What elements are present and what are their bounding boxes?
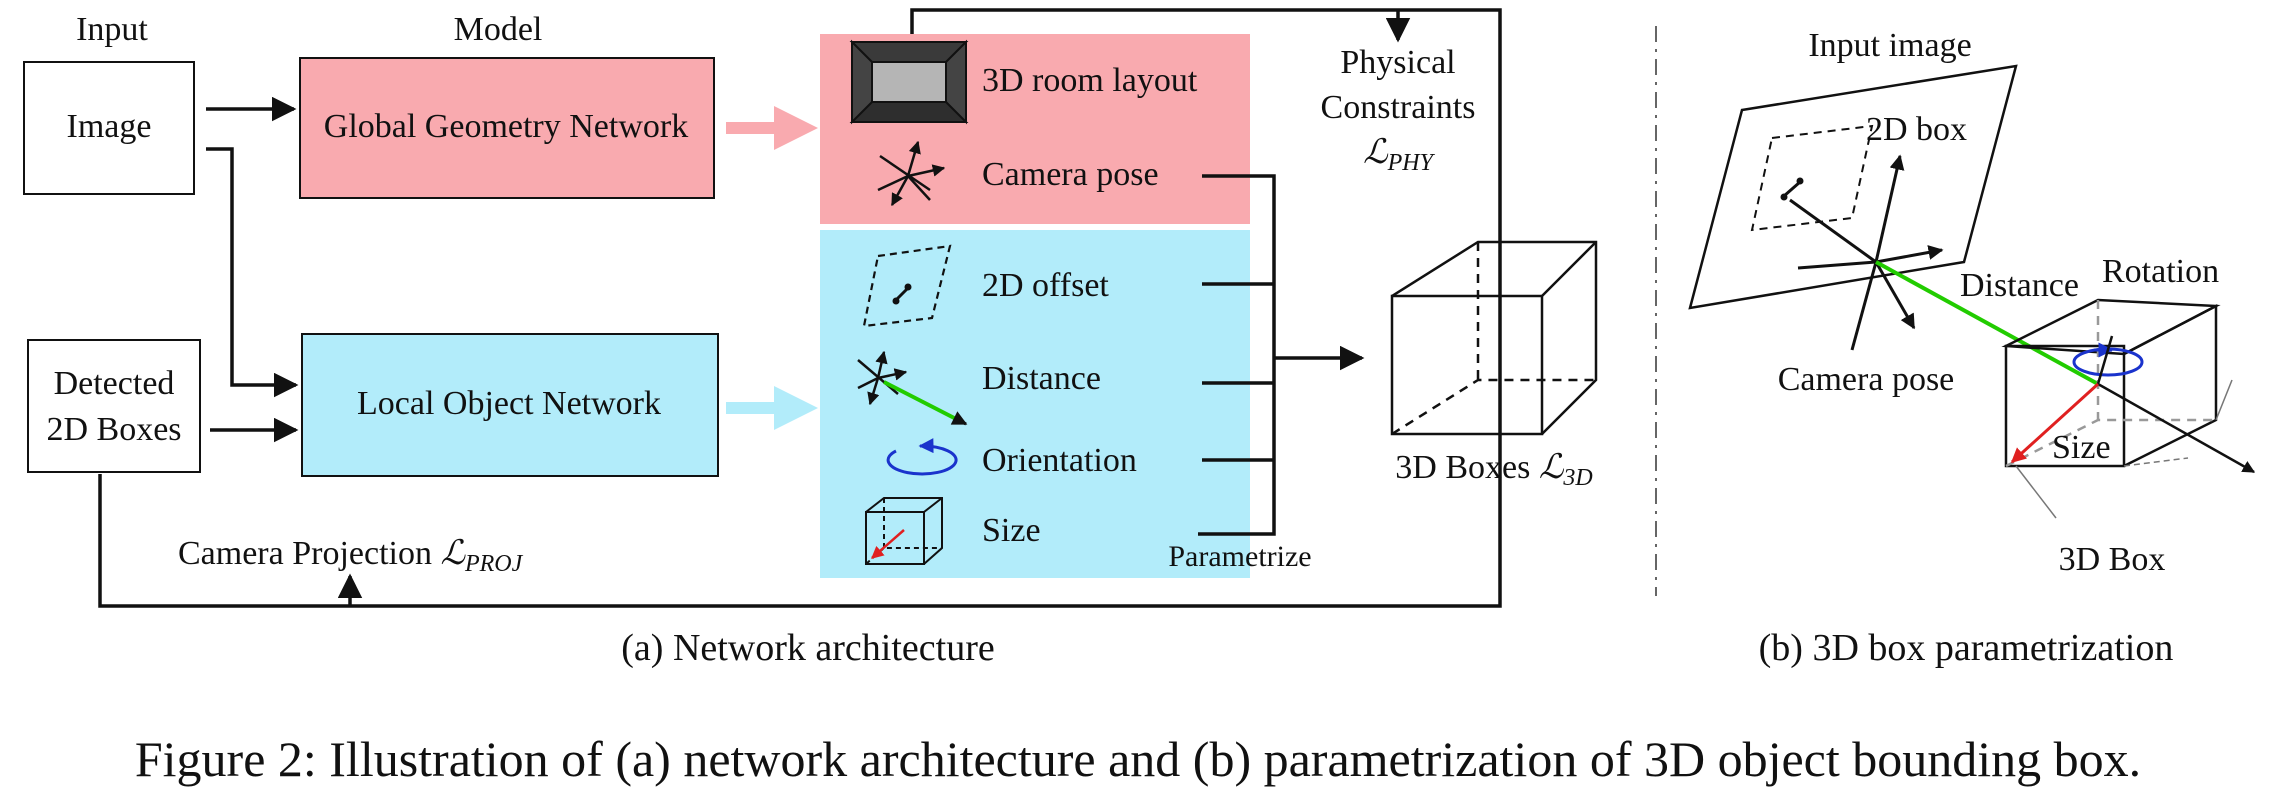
orientation-label: Orientation [982,442,1137,479]
block-arrow-cyan [726,386,818,430]
image-label: Image [67,108,152,145]
image-input-box [23,61,195,195]
offset-2d-icon [862,244,952,328]
local-network-label: Local Object Network [357,385,661,422]
box-axes [2015,335,2256,519]
detected-boxes-input-box [27,339,201,473]
distance-icon [857,350,968,426]
feedback-loop-lines [98,8,1502,608]
header-input: Input [76,11,148,48]
arrow-image-to-local [206,147,299,398]
orientation-icon [886,438,958,476]
box-2d-label: 2D box [1866,111,1967,148]
caption-panel-b: (b) 3D box parametrization [1759,627,2174,669]
panel-b-box-parametrization: Input image 2D box Camera pose Distance [1688,27,2256,669]
box-3d-label-b: 3D Box [2059,541,2166,578]
distance-label: Distance [982,360,1101,397]
parametrize-label: Parametrize [1168,540,1311,573]
global-geometry-network-box [299,57,715,199]
physical-label-line2: Constraints [1321,89,1476,126]
boxes-3d-label: 3D Boxes ℒ3D [1395,449,1592,491]
input-image-label: Input image [1808,27,1971,64]
camera-axes [1789,154,1944,351]
local-output-region [820,230,1250,578]
size-label: Size [982,512,1041,549]
camera-pose-icon [877,140,946,207]
image-plane [1688,64,2018,310]
global-network-label: Global Geometry Network [324,108,688,145]
rotation-label: Rotation [2102,253,2219,290]
caption-panel-a: (a) Network architecture [621,627,994,669]
size-cube-icon [865,497,943,565]
physical-label-line1: Physical [1340,44,1455,81]
offset-2d-label: 2D offset [982,267,1109,304]
figure-caption: Figure 2: Illustration of (a) network ar… [135,731,2141,787]
room-layout-label: 3D room layout [982,62,1198,99]
detected-label-line2: 2D Boxes [46,411,181,448]
camera-pose-label: Camera pose [982,156,1159,193]
camera-projection-label: Camera Projection ℒPROJ [178,535,524,577]
box-3d-b [2001,298,2221,468]
panel-a-network-architecture: Input Model Image Detected 2D Boxes Glob… [23,8,1598,669]
camera-pose-label-b: Camera pose [1778,361,1955,398]
distance-line [1875,260,2099,386]
physical-loss: ℒPHY [1363,134,1435,176]
header-model: Model [454,11,543,48]
parametrize-connector [1198,174,1365,536]
distance-label-b: Distance [1960,267,2079,304]
block-arrow-pink [726,106,818,150]
size-arrow [2010,382,2100,464]
detected-label-line1: Detected [54,365,175,402]
size-label-b: Size [2052,429,2111,466]
box-3d-icon [1390,240,1598,436]
box-2d-dashed [1750,124,1874,232]
room-layout-icon [849,39,969,125]
local-object-network-box [301,333,719,477]
